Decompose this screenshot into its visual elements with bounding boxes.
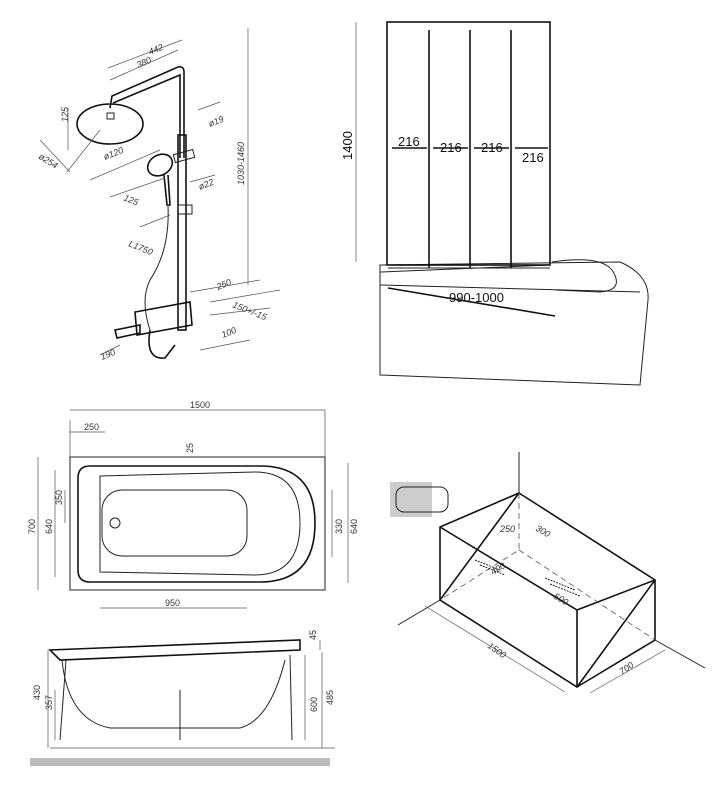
iso-dim-1500: 1500 (486, 640, 508, 660)
dim-depth: 250 (214, 277, 233, 292)
dim-plan-offset: 250 (84, 422, 99, 432)
dim-plan-640: 640 (349, 519, 359, 534)
dim-side-inner: 357 (44, 695, 54, 710)
panel-dim-3: 216 (481, 140, 503, 155)
bath-plan-drawing: 1500 250 25 700 640 350 330 640 950 (27, 400, 359, 609)
dim-hand-offset: 125 (122, 193, 141, 208)
iso-dim-700: 700 (617, 660, 635, 677)
dim-head-height: 125 (60, 106, 70, 122)
dim-plan-drain: 350 (54, 490, 64, 505)
dim-height-range: 1030-1460 (236, 142, 246, 185)
dim-arm-total: 442 (147, 42, 165, 57)
dim-head-diameter: ø254 (37, 151, 60, 170)
dim-screen-height: 1400 (340, 131, 355, 160)
dim-arm-inner: 380 (135, 55, 153, 70)
iso-dim-250: 250 (499, 524, 515, 534)
dim-rail-diameter: ø19 (207, 114, 225, 129)
dim-plan-slope: 25 (185, 443, 195, 453)
dim-plan-inner-width: 640 (44, 519, 54, 534)
bath-screen-drawing: 1400 216 216 216 216 990-1000 (340, 21, 649, 386)
dim-screen-width: 990-1000 (449, 290, 504, 305)
dim-plan-330: 330 (334, 519, 344, 534)
dim-side-legs: 600 (309, 697, 319, 712)
dim-hand-diameter: ø120 (102, 145, 125, 162)
dim-side-rim: 45 (308, 630, 318, 640)
dim-mixer-depth: 100 (220, 325, 238, 340)
dim-plan-950: 950 (165, 598, 180, 608)
bath-side-drawing: 45 430 357 600 485 (30, 630, 335, 766)
dim-side-height: 430 (32, 685, 42, 700)
dim-side-total: 485 (325, 690, 335, 705)
shower-system-drawing: 442 380 125 ø254 ø120 ø19 ø22 125 L1750 … (37, 28, 281, 362)
iso-support-drawing: 250 300 400 500 1500 700 (390, 452, 706, 694)
dim-hose-length: L1750 (127, 239, 154, 258)
dim-plan-width: 700 (27, 519, 37, 534)
panel-dim-4: 216 (522, 150, 544, 165)
dim-spout: 190 (99, 347, 117, 362)
dim-plan-length: 1500 (190, 400, 210, 410)
thumbnail-bath (390, 482, 432, 517)
panel-dims: 216 216 216 216 (392, 134, 548, 165)
panel-dim-2: 216 (440, 140, 462, 155)
floor (30, 758, 330, 766)
dim-center-distance: 150+/-15 (231, 300, 269, 323)
iso-dim-400: 400 (489, 561, 507, 577)
iso-dim-300: 300 (534, 523, 552, 539)
panel-dim-1: 216 (398, 134, 420, 149)
